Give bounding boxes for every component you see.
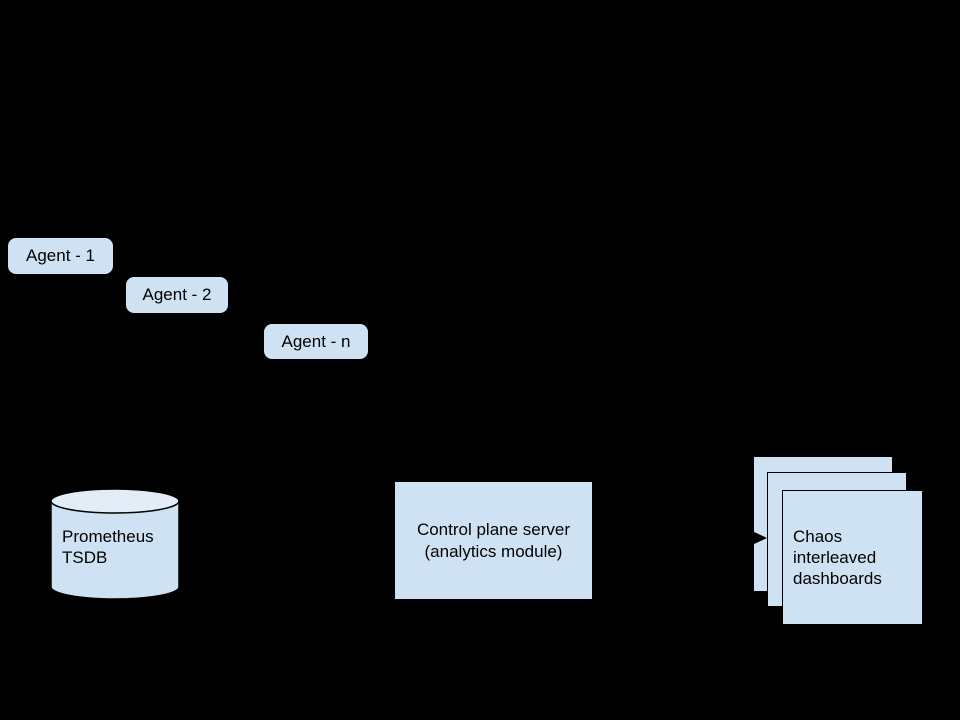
agent-2-label: Agent - 2 xyxy=(142,285,212,304)
agent-n-node: Agent - n xyxy=(264,324,368,359)
database-cylinder-icon xyxy=(50,488,180,600)
agent-n-label: Agent - n xyxy=(281,331,351,351)
control-plane-server-node: Control plane server (analytics module) xyxy=(394,481,593,600)
tsdb-label-line-2: TSDB xyxy=(62,548,108,567)
control-plane-label-line-2: (analytics module) xyxy=(424,541,563,561)
prometheus-tsdb-node xyxy=(50,488,180,601)
control-plane-label-line-1: Control plane server xyxy=(416,519,571,539)
dashboards-label-line-1: Chaos xyxy=(793,527,843,546)
agent-1-label: Agent - 1 xyxy=(26,246,95,265)
dashboards-label-line-3: dashboards xyxy=(793,569,882,588)
dashboards-node: Chaos interleaved dashboards xyxy=(782,490,923,625)
tsdb-label-line-1: Prometheus xyxy=(62,527,154,546)
prometheus-tsdb-label: Prometheus TSDB xyxy=(62,526,154,568)
dashboards-label-line-2: interleaved xyxy=(793,548,877,567)
agent-2-node: Agent - 2 xyxy=(126,277,228,313)
agent-1-node: Agent - 1 xyxy=(8,238,113,274)
cylinder-top-shape xyxy=(50,488,180,514)
